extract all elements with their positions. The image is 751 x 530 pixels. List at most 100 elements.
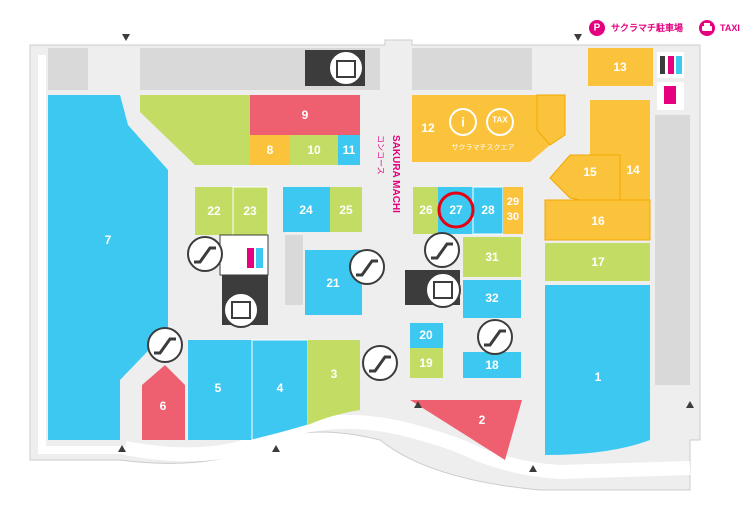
- svg-text:21: 21: [326, 276, 340, 290]
- escalator-icon[interactable]: [424, 232, 460, 268]
- entrance-arrow: [574, 34, 582, 41]
- svg-text:16: 16: [591, 214, 605, 228]
- store-1[interactable]: [545, 285, 650, 455]
- store-29-30[interactable]: [503, 187, 523, 234]
- store-26[interactable]: [413, 187, 438, 234]
- tax-free-icon[interactable]: TAX: [486, 108, 514, 136]
- entrance-arrow: [122, 34, 130, 41]
- svg-text:1: 1: [595, 370, 602, 384]
- store-3[interactable]: [308, 340, 360, 425]
- svg-text:12: 12: [421, 121, 435, 135]
- svg-text:10: 10: [307, 143, 321, 157]
- escalator-icon[interactable]: [477, 319, 513, 355]
- svg-text:15: 15: [583, 165, 597, 179]
- store-13[interactable]: [588, 48, 653, 86]
- svg-text:2: 2: [479, 413, 486, 427]
- svg-text:20: 20: [419, 328, 433, 342]
- store-5[interactable]: [188, 340, 252, 440]
- svg-text:23: 23: [243, 204, 257, 218]
- store-2[interactable]: [410, 400, 522, 460]
- svg-text:3: 3: [331, 367, 338, 381]
- stair-zone-mid: [285, 235, 303, 305]
- elevator-icon: [328, 50, 364, 86]
- elevator-icon: [425, 272, 461, 308]
- svg-text:TAX: TAX: [492, 116, 508, 125]
- entrance-arrow: [272, 445, 280, 452]
- store-25[interactable]: [330, 187, 362, 232]
- parking-label: サクラマチ駐車場: [611, 22, 683, 33]
- store-32[interactable]: [463, 280, 521, 318]
- entrance-arrow: [414, 401, 422, 408]
- svg-text:7: 7: [105, 233, 112, 247]
- svg-text:31: 31: [485, 250, 499, 264]
- concourse-label-ja: コンコース: [376, 135, 385, 175]
- stair-zone-left: [48, 48, 88, 90]
- taxi-legend[interactable]: TAXI: [699, 20, 740, 36]
- store-4[interactable]: [251, 339, 309, 441]
- store-11[interactable]: [338, 135, 360, 165]
- parking-legend[interactable]: P サクラマチ駐車場: [589, 20, 683, 36]
- entrance-arrow: [118, 445, 126, 452]
- escalator-icon[interactable]: [187, 236, 223, 272]
- elevator-center[interactable]: [425, 272, 461, 308]
- elevator-icon: [223, 292, 259, 328]
- svg-text:19: 19: [419, 356, 433, 370]
- store-block-top-left[interactable]: [140, 95, 250, 165]
- store-14[interactable]: [590, 100, 650, 200]
- svg-text:5: 5: [215, 381, 222, 395]
- store-9[interactable]: [250, 95, 360, 135]
- store-24[interactable]: [283, 187, 330, 232]
- store-7[interactable]: [48, 95, 168, 440]
- elevator-top[interactable]: [305, 50, 365, 86]
- store-12[interactable]: [412, 95, 550, 162]
- svg-text:9: 9: [302, 108, 309, 122]
- svg-text:11: 11: [343, 143, 356, 157]
- svg-text:6: 6: [160, 399, 167, 413]
- escalator-icon[interactable]: [147, 327, 183, 363]
- svg-text:13: 13: [613, 60, 627, 74]
- store-16[interactable]: [544, 199, 651, 241]
- elevator-left[interactable]: [223, 292, 259, 328]
- store-22[interactable]: [195, 187, 233, 235]
- store-18[interactable]: [463, 352, 521, 378]
- information-icon[interactable]: i: [449, 108, 477, 136]
- svg-text:22: 22: [207, 204, 221, 218]
- escalator-icon[interactable]: [349, 249, 385, 285]
- svg-text:25: 25: [339, 203, 353, 217]
- walkway: [123, 414, 691, 480]
- store-6[interactable]: [142, 365, 185, 440]
- store-12-annex[interactable]: [536, 94, 566, 146]
- escalator-icon[interactable]: [362, 345, 398, 381]
- store-31[interactable]: [463, 237, 521, 277]
- svg-text:24: 24: [299, 203, 313, 217]
- svg-text:17: 17: [591, 255, 605, 269]
- svg-text:18: 18: [485, 358, 499, 372]
- square-label: サクラマチスクエア: [452, 144, 515, 152]
- store-19[interactable]: [410, 348, 443, 378]
- svg-text:28: 28: [481, 203, 495, 217]
- taxi-label: TAXI: [720, 23, 740, 33]
- svg-text:8: 8: [267, 143, 274, 157]
- svg-text:14: 14: [626, 163, 640, 177]
- svg-text:i: i: [461, 115, 465, 130]
- svg-text:32: 32: [485, 291, 499, 305]
- entrance-arrow: [529, 465, 537, 472]
- highlight-marker: [437, 191, 475, 229]
- svg-text:30: 30: [507, 211, 519, 223]
- svg-text:27: 27: [449, 203, 463, 217]
- svg-text:4: 4: [277, 381, 284, 395]
- svg-text:26: 26: [419, 203, 433, 217]
- stair-zone-top-right: [412, 48, 532, 90]
- store-10[interactable]: [290, 135, 338, 165]
- entrance-arrow: [686, 401, 694, 408]
- stair-zone-right: [655, 115, 690, 385]
- store-8[interactable]: [250, 135, 290, 165]
- svg-text:P: P: [594, 23, 601, 34]
- store-17[interactable]: [545, 243, 650, 281]
- svg-text:29: 29: [507, 196, 519, 208]
- store-20[interactable]: [410, 323, 443, 348]
- parking-icon: [589, 20, 605, 36]
- store-23[interactable]: [232, 186, 269, 236]
- concourse-label-en: SAKURA MACHI: [390, 135, 401, 213]
